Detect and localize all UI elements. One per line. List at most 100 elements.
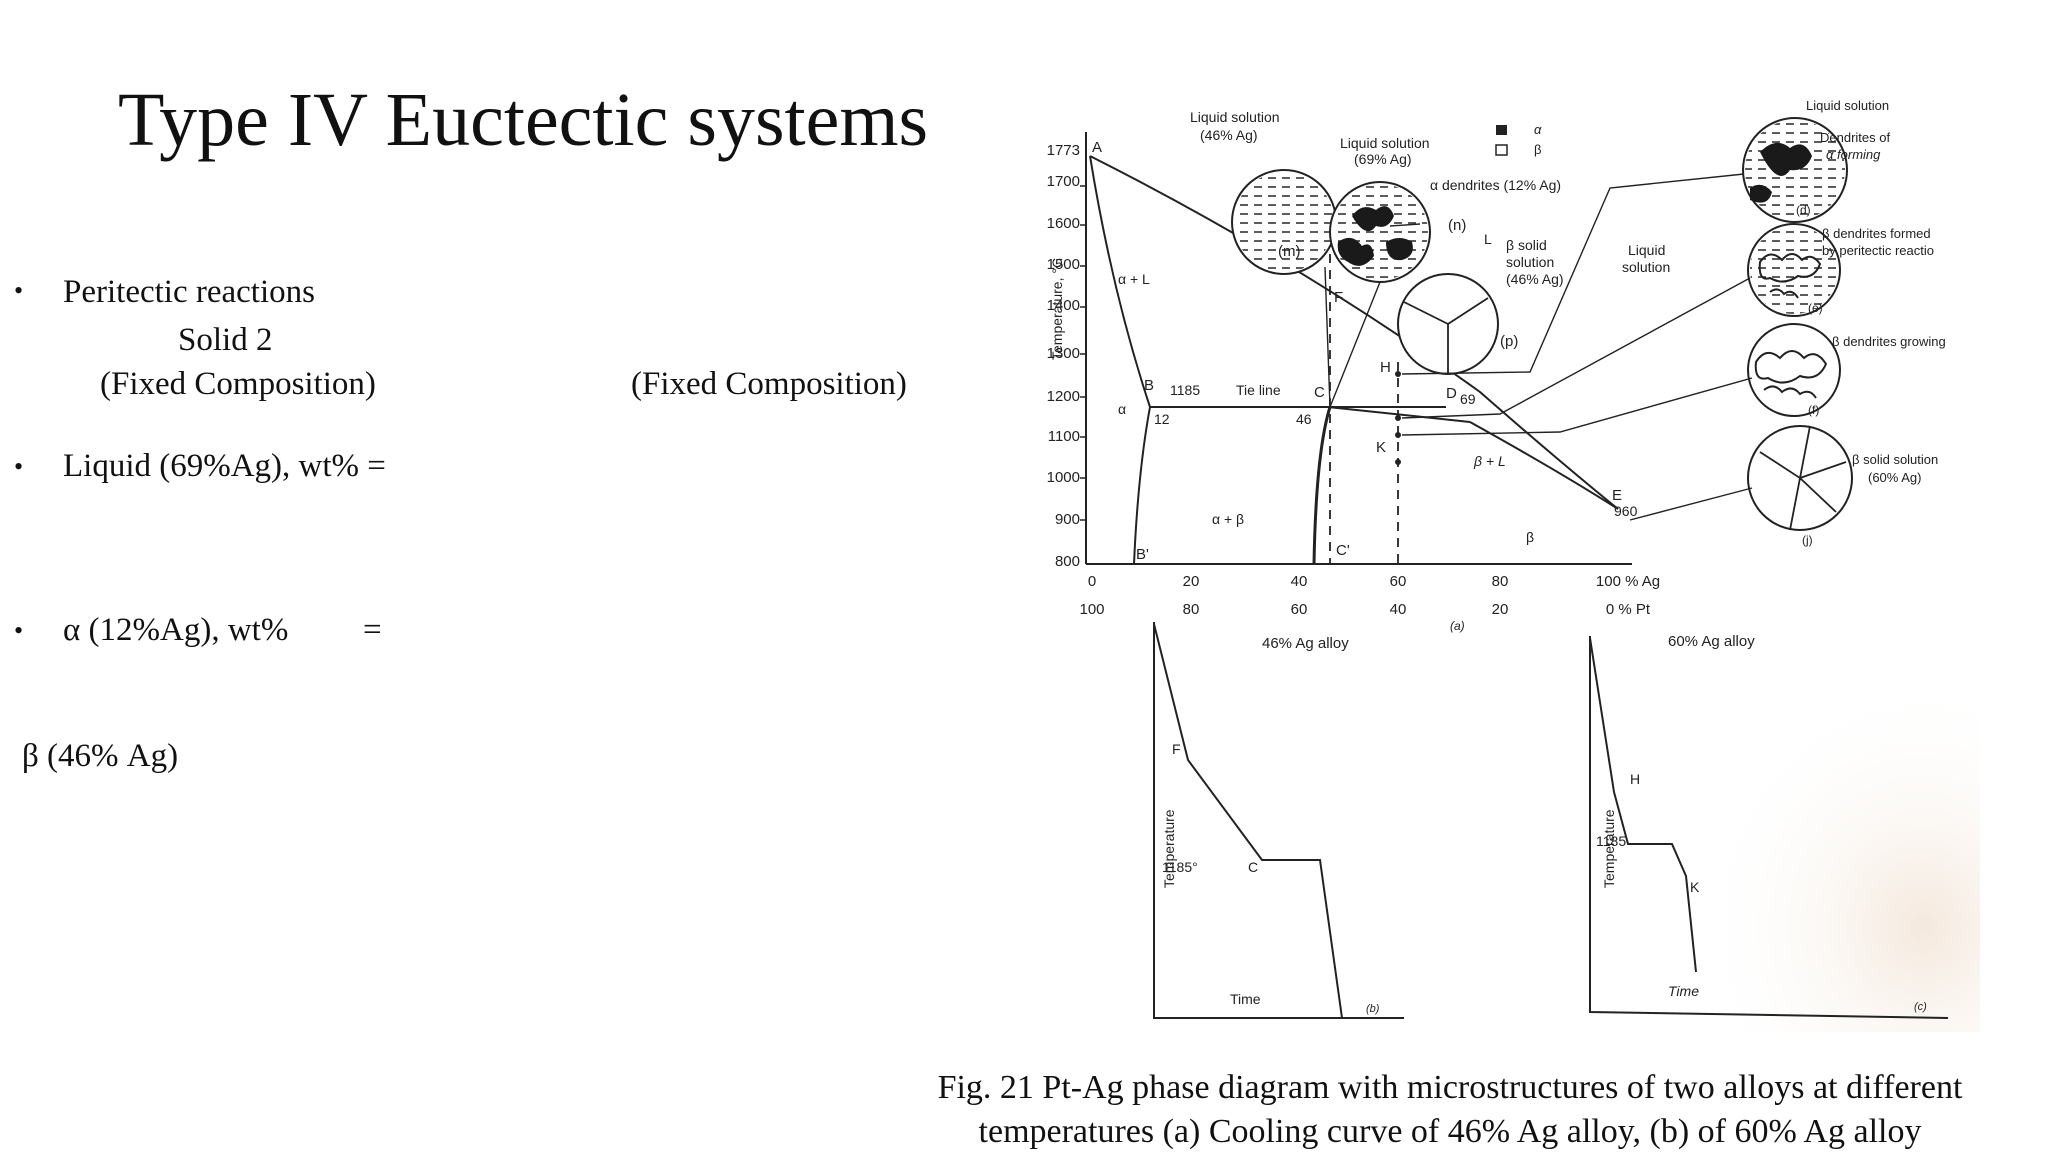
curve60-ylabel: Temperature bbox=[1601, 809, 1617, 888]
point-K: K bbox=[1376, 439, 1386, 456]
bullet-dot: • bbox=[14, 616, 24, 645]
y-tick: 1200 bbox=[1047, 388, 1080, 405]
label-46: 46 bbox=[1296, 411, 1312, 427]
label-12: 12 bbox=[1154, 411, 1170, 427]
legend-beta: β bbox=[1534, 142, 1541, 157]
x-tick: 80 bbox=[1183, 601, 1200, 618]
beta-line: β (46% Ag) bbox=[22, 738, 179, 774]
bullet-dot: • bbox=[14, 452, 24, 481]
y-ticks: 1773 1700 1600 1500 1400 1300 1200 1100 … bbox=[1047, 142, 1080, 570]
connector-lines bbox=[1324, 173, 1753, 521]
curve60-H: H bbox=[1630, 771, 1640, 787]
label-L: L bbox=[1484, 231, 1492, 247]
point-labels: A B B' C C' D E F H K bbox=[1092, 139, 1622, 563]
annot-d-top: Liquid solution bbox=[1806, 98, 1889, 113]
y-tick: 1400 bbox=[1047, 297, 1080, 314]
curve46-temp: 1185° bbox=[1162, 859, 1198, 875]
bullet-liquid: Liquid (69%Ag), wt% = bbox=[63, 448, 386, 484]
y-tick: 900 bbox=[1055, 511, 1080, 528]
micro-e: β dendrites formed by peritectic reactio… bbox=[1622, 223, 1934, 317]
label-alpha-beta: α + β bbox=[1212, 511, 1244, 527]
label-beta-L: β + L bbox=[1473, 453, 1506, 469]
cooling-curve-46: 46% Ag alloy Temperature F C 1185° Time … bbox=[1153, 622, 1404, 1019]
annot-e-2: by peritectic reactio bbox=[1822, 243, 1934, 258]
y-tick: 1600 bbox=[1047, 215, 1080, 232]
label-alpha: α bbox=[1118, 401, 1126, 417]
annot-j-1: β solid solution bbox=[1852, 452, 1938, 467]
curve46-ylabel: Temperature bbox=[1161, 809, 1177, 888]
tag-p: (p) bbox=[1500, 333, 1518, 350]
curve60-title: 60% Ag alloy bbox=[1668, 633, 1755, 650]
annot-dendrites12: α dendrites (12% Ag) bbox=[1430, 177, 1561, 193]
x-ticks-pt: 100 80 60 40 20 0 % Pt bbox=[1079, 601, 1650, 618]
micro-m: Liquid solution (46% Ag) (m) bbox=[1190, 109, 1337, 275]
x-tick: 60 bbox=[1390, 573, 1407, 590]
phase-diagram-svg: Temperature, °C 1773 1700 1600 1500 1400… bbox=[1000, 92, 1980, 1032]
point-C-prime: C' bbox=[1336, 542, 1350, 559]
point-H: H bbox=[1380, 359, 1391, 376]
annot-liq69-2: (69% Ag) bbox=[1354, 151, 1412, 167]
curve60-xlabel: Time bbox=[1668, 983, 1699, 999]
legend-beta-swatch bbox=[1495, 144, 1508, 156]
annot-bsol-1: β solid bbox=[1506, 237, 1547, 253]
annot-f-1: β dendrites growing bbox=[1832, 334, 1946, 349]
y-tick: 1773 bbox=[1047, 142, 1080, 159]
curve46-tag: (b) bbox=[1366, 1003, 1380, 1015]
y-tick-marks bbox=[1080, 185, 1086, 521]
annot-liq69-1: Liquid solution bbox=[1340, 135, 1430, 151]
curve46-xlabel: Time bbox=[1230, 991, 1261, 1007]
main-axes bbox=[1085, 132, 1632, 565]
curve60-temp: 1185 bbox=[1596, 833, 1626, 849]
micro-n: Liquid solution (69% Ag) α dendrites (12… bbox=[1329, 135, 1561, 283]
fixed-composition-right: (Fixed Composition) bbox=[631, 366, 907, 402]
x-ticks-ag: 0 20 40 60 80 100 % Ag bbox=[1088, 573, 1660, 590]
label-tie-line: Tie line bbox=[1236, 382, 1281, 398]
point-B: B bbox=[1144, 377, 1154, 394]
legend-alpha: α bbox=[1534, 122, 1542, 137]
x-tick: 0 bbox=[1088, 573, 1096, 590]
slide-title: Type IV Euctectic systems bbox=[118, 78, 929, 162]
x-tick: 100 bbox=[1079, 601, 1104, 618]
label-960: 960 bbox=[1614, 503, 1638, 519]
point-C: C bbox=[1314, 384, 1325, 401]
phase-diagram-figure: Temperature, °C 1773 1700 1600 1500 1400… bbox=[1000, 92, 1980, 1032]
bullet-dot: • bbox=[14, 276, 24, 305]
point-B-prime: B' bbox=[1136, 546, 1149, 563]
x-tick: 60 bbox=[1291, 601, 1308, 618]
caption-line-1: Fig. 21 Pt-Ag phase diagram with microst… bbox=[937, 1069, 1963, 1106]
legend-alpha-swatch bbox=[1496, 125, 1507, 135]
tag-n: (n) bbox=[1448, 217, 1466, 234]
annot-d-2: α forming bbox=[1826, 147, 1881, 162]
bullet-alpha: α (12%Ag), wt% bbox=[63, 612, 289, 648]
label-1185: 1185 bbox=[1170, 382, 1200, 398]
x-tick: 40 bbox=[1291, 573, 1308, 590]
annot-liq46-1: Liquid solution bbox=[1190, 109, 1280, 125]
point-F: F bbox=[1334, 289, 1343, 306]
annot-bsol-3: (46% Ag) bbox=[1506, 271, 1564, 287]
annot-bsol-2: solution bbox=[1506, 254, 1554, 270]
curve46-F: F bbox=[1172, 741, 1181, 757]
x-tick: 20 bbox=[1492, 601, 1509, 618]
legend: α β bbox=[1495, 122, 1542, 157]
cooling-curve-60: 60% Ag alloy Temperature H K 1185 Time (… bbox=[1589, 633, 1949, 1019]
micro-p: β solid solution (46% Ag) (p) bbox=[1397, 237, 1564, 375]
x-tick: 40 bbox=[1390, 601, 1407, 618]
micro-j: β solid solution (60% Ag) (j) bbox=[1747, 425, 1938, 547]
cooling-markers bbox=[1395, 371, 1401, 465]
y-axis-label: Temperature, °C bbox=[1049, 258, 1065, 360]
y-tick: 1000 bbox=[1047, 469, 1080, 486]
x-tick: 80 bbox=[1492, 573, 1509, 590]
x-tick: 0 % Pt bbox=[1606, 601, 1651, 618]
region-labels: 1185 Tie line 12 46 69 960 α α + L α + β… bbox=[1118, 231, 1638, 545]
label-beta: β bbox=[1526, 529, 1534, 545]
y-tick: 1500 bbox=[1047, 256, 1080, 273]
annot-liq46-2: (46% Ag) bbox=[1200, 127, 1258, 143]
tag-m: (m) bbox=[1278, 243, 1301, 260]
curve60-K: K bbox=[1690, 879, 1700, 895]
micro-d: Liquid solution Dendrites of α forming (… bbox=[1742, 98, 1890, 223]
point-A: A bbox=[1092, 139, 1102, 156]
micro-f: β dendrites growing (f) bbox=[1747, 323, 1946, 417]
curve46-title: 46% Ag alloy bbox=[1262, 635, 1349, 652]
label-69: 69 bbox=[1460, 391, 1476, 407]
x-tick: 20 bbox=[1183, 573, 1200, 590]
